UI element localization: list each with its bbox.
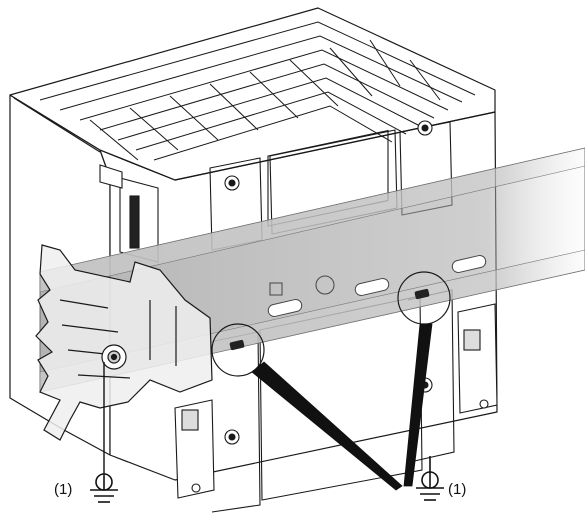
clip-marks bbox=[229, 288, 430, 351]
callout-label-left: (1) bbox=[54, 481, 73, 498]
callout-label-right: (1) bbox=[448, 481, 467, 498]
side-connector bbox=[99, 164, 159, 263]
detail-circle-left bbox=[211, 323, 265, 377]
top-vents bbox=[39, 21, 476, 161]
ground-symbol-icon bbox=[90, 473, 118, 503]
ground-symbol-icon bbox=[416, 456, 444, 501]
mounting-plate-left bbox=[35, 244, 213, 441]
ground-stud bbox=[101, 344, 127, 370]
mounting-feet bbox=[174, 303, 498, 499]
leader-lines bbox=[251, 323, 433, 491]
